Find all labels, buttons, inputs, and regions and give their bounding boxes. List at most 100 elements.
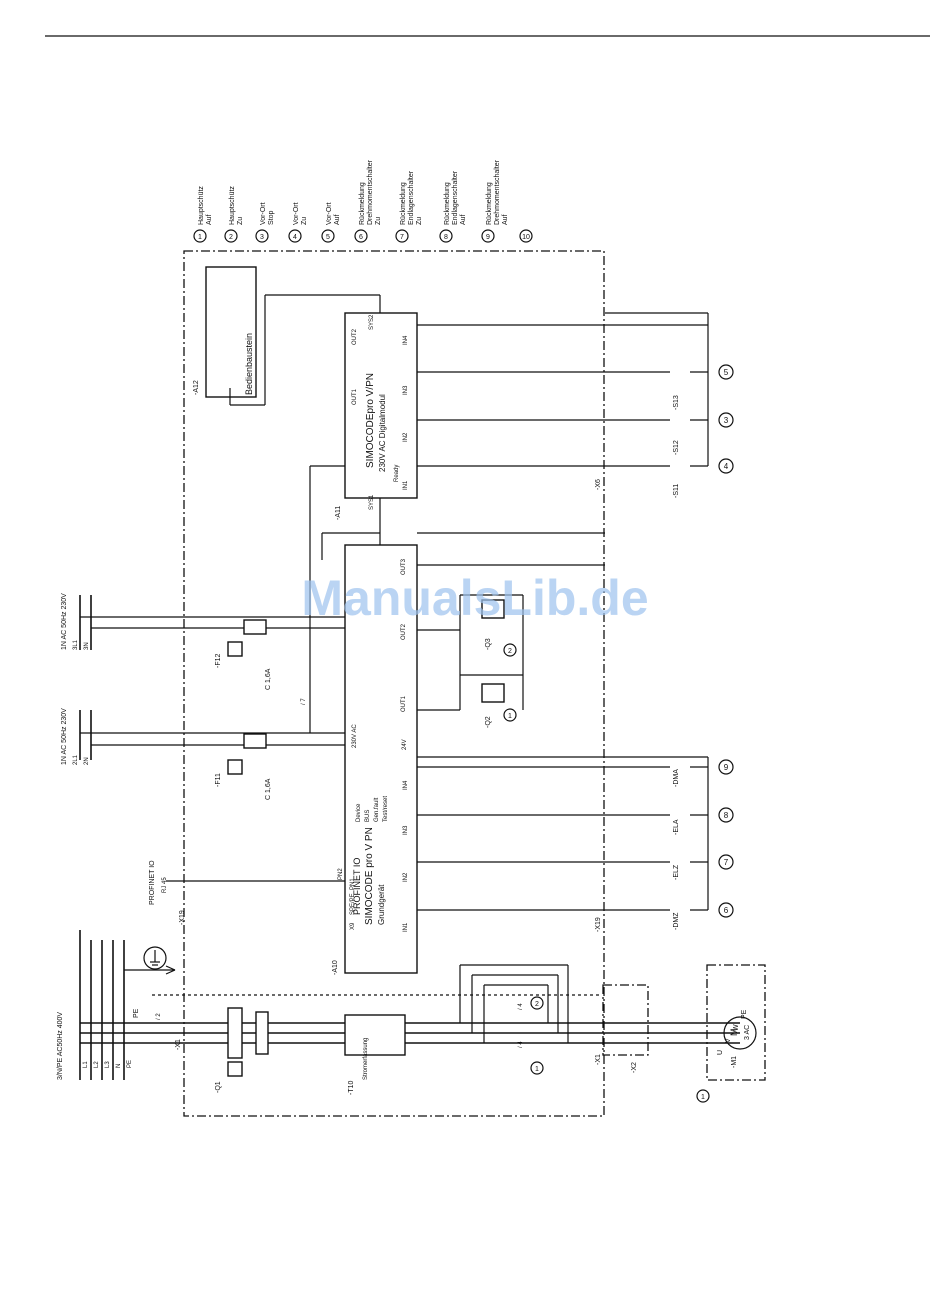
motor-ac: 3 AC	[744, 1025, 751, 1040]
legend-text: Hauptschütz	[229, 186, 236, 225]
x1-label: -X1	[175, 1039, 182, 1050]
legend-number: 10	[522, 234, 530, 241]
motor-symbol: M	[729, 1029, 739, 1037]
digital-module	[344, 312, 418, 499]
a10-24v: 24V	[402, 739, 408, 750]
legend-text: Stop	[268, 210, 275, 225]
a10-led-label: Gen.fault	[374, 797, 380, 822]
reference-marker	[718, 364, 734, 380]
ref-i7: / 7	[301, 698, 307, 705]
reference-marker	[718, 807, 734, 823]
a10-input-label: IN1	[403, 922, 409, 932]
ref-5: 5	[724, 368, 729, 377]
legend-marker	[519, 229, 533, 243]
legend-text: Drehmomentschalter	[367, 159, 374, 225]
sys2-label: SYS2	[369, 314, 375, 330]
a10-input-label: IN3	[403, 825, 409, 835]
ref-1b: 1	[535, 1066, 539, 1073]
motor-terminal: W	[733, 1024, 740, 1031]
operator-panel	[205, 266, 257, 398]
legend-number: 3	[260, 234, 264, 241]
t10-name: Stromerfassung	[363, 1038, 369, 1080]
f12-rating: C 1,6A	[265, 668, 272, 690]
legend-text: Auf	[502, 214, 509, 225]
legend-marker	[224, 229, 238, 243]
cabinet-boundary	[183, 250, 605, 1117]
a10-output-label: OUT2	[401, 623, 407, 640]
q3-label: -Q3	[485, 638, 492, 650]
legend-text: Vor-Ort	[260, 202, 267, 225]
legend-number: 1	[198, 234, 202, 241]
pe-ref-label: / 2	[156, 1013, 162, 1020]
legend-text: Auf	[334, 214, 341, 225]
s12-label: -S12	[673, 440, 680, 455]
legend-text: Zu	[375, 217, 382, 225]
motor-terminal: PE	[741, 1009, 748, 1019]
x9-label: X9	[350, 922, 356, 930]
reference-marker	[530, 996, 544, 1010]
legend-text: Rückmeldung	[359, 182, 366, 225]
simocode-base-unit	[344, 544, 418, 974]
a10-title: SIMOCODE pro V PN	[364, 827, 375, 925]
aux2-supply-label: 1N AC 50Hz 230V	[61, 593, 68, 650]
a10-input-label: IN4	[403, 780, 409, 790]
pn2-label: PN2	[338, 868, 344, 880]
dmz-label: -DMZ	[673, 912, 680, 930]
legend-marker	[321, 229, 335, 243]
reference-marker	[503, 708, 517, 722]
m1-label: -M1	[731, 1056, 738, 1068]
ref-4: 4	[724, 462, 729, 471]
reference-marker	[718, 759, 734, 775]
reference-marker	[503, 643, 517, 657]
pn1-label: PN1	[350, 878, 356, 890]
a12-label: -A12	[193, 380, 200, 395]
a11-title: SIMOCODEpro V/PN	[365, 373, 376, 468]
ref-1: 1	[508, 713, 512, 720]
q2-label: -Q2	[485, 716, 492, 728]
a11-input-label: IN2	[403, 432, 409, 442]
legend-marker	[255, 229, 269, 243]
a11-ready: Ready	[394, 465, 400, 482]
aux2-term: 3L1	[73, 639, 79, 650]
legend-number: 4	[293, 234, 297, 241]
motor-terminal: V	[725, 1038, 732, 1043]
a10-led-label: BUS	[365, 810, 371, 822]
x6-label: -X6	[595, 479, 602, 490]
a11-label: -A11	[335, 506, 342, 520]
phase-label: N	[116, 1064, 122, 1068]
dma-label: -DMA	[673, 769, 680, 787]
power-wires	[79, 595, 740, 1080]
aux1-term: 2L1	[73, 754, 79, 765]
ref-2: 2	[508, 648, 512, 655]
legend-text: Zu	[237, 217, 244, 225]
legend-text: Rückmeldung	[444, 182, 451, 225]
legend-number: 9	[486, 234, 490, 241]
a11-sub: 230V AC Digitalmodul	[378, 394, 387, 472]
a10-output-label: OUT3	[401, 558, 407, 575]
ref-3: 3	[724, 416, 729, 425]
legend-marker	[481, 229, 495, 243]
a11-input-label: IN1	[403, 480, 409, 490]
legend-text: Zu	[416, 217, 423, 225]
sys1-label: SYS1	[369, 494, 375, 510]
f11-label: -F11	[215, 773, 222, 787]
f12-label: -F12	[215, 654, 222, 669]
legend-text: Auf	[460, 214, 467, 225]
x2-label: -X2	[631, 1062, 638, 1073]
reference-marker	[718, 854, 734, 870]
legend-marker	[439, 229, 453, 243]
legend-text: Auf	[206, 214, 213, 225]
reference-marker	[718, 902, 734, 918]
reference-marker	[718, 412, 734, 428]
legend-text: Hauptschütz	[198, 186, 205, 225]
ref-i4-q2: / 4	[518, 1041, 524, 1048]
control-wires	[229, 294, 766, 1081]
legend-text: Rückmeldung	[400, 182, 407, 225]
legend-marker	[354, 229, 368, 243]
elz-label: -ELZ	[673, 864, 680, 880]
spe-label: SPE/PE	[350, 893, 356, 915]
t10-label: -T10	[348, 1081, 355, 1096]
